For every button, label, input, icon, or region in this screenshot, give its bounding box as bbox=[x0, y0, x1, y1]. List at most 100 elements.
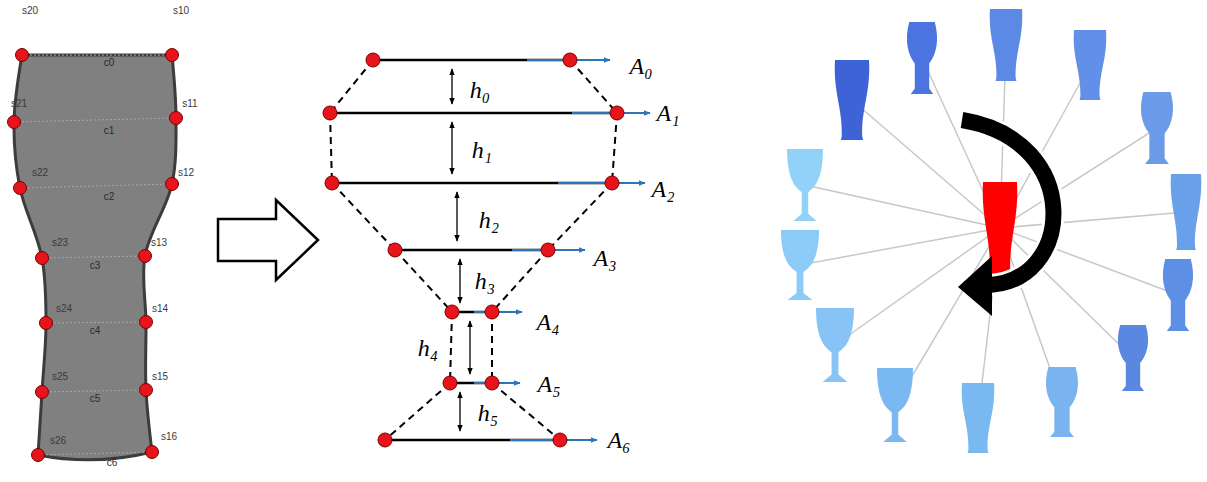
sample-point bbox=[445, 305, 459, 319]
sample-point bbox=[8, 116, 21, 129]
glass-icon bbox=[787, 149, 823, 221]
glass-icon bbox=[907, 22, 937, 94]
glass-icon bbox=[1171, 174, 1202, 250]
section-label: c4 bbox=[90, 326, 101, 336]
profile-dash bbox=[385, 383, 450, 440]
area-label: A₂ bbox=[651, 177, 674, 201]
sample-point bbox=[541, 243, 555, 257]
glass-silhouette bbox=[8, 49, 183, 462]
point-label: s14 bbox=[152, 304, 168, 314]
sample-point bbox=[166, 49, 179, 62]
sample-point bbox=[140, 316, 153, 329]
glass-icon bbox=[1141, 92, 1173, 164]
glass-wheel bbox=[781, 9, 1201, 453]
sample-point bbox=[16, 49, 29, 62]
section-model bbox=[323, 53, 650, 447]
sample-point bbox=[605, 176, 619, 190]
similarity-spoke bbox=[805, 185, 1000, 228]
point-label: s25 bbox=[52, 372, 68, 382]
sample-point bbox=[553, 433, 567, 447]
sample-point bbox=[485, 305, 499, 319]
profile-dash bbox=[612, 113, 617, 183]
point-label: s20 bbox=[22, 6, 38, 16]
sample-point bbox=[610, 106, 624, 120]
sample-point bbox=[32, 449, 45, 462]
height-label: h₂ bbox=[479, 208, 499, 232]
sample-point bbox=[323, 106, 337, 120]
sample-point bbox=[366, 53, 380, 67]
glass-icon bbox=[835, 60, 870, 140]
glass-outline bbox=[14, 55, 176, 460]
glass-icon bbox=[1046, 367, 1078, 437]
section-line bbox=[42, 390, 146, 392]
sample-point bbox=[14, 182, 27, 195]
sample-point bbox=[388, 243, 402, 257]
height-arrow bbox=[459, 259, 460, 303]
rotation-arrowhead bbox=[958, 256, 992, 316]
arrow-halo bbox=[962, 120, 1053, 285]
section-label: c1 bbox=[104, 126, 115, 136]
point-label: s22 bbox=[32, 168, 48, 178]
point-label: s13 bbox=[151, 238, 167, 248]
section-label: c3 bbox=[90, 261, 101, 271]
glass-icon bbox=[877, 368, 913, 442]
profile-dash bbox=[492, 250, 548, 312]
section-line bbox=[42, 256, 145, 258]
point-label: s12 bbox=[178, 168, 194, 178]
profile-dash bbox=[395, 250, 452, 312]
profile-dash bbox=[330, 60, 373, 113]
section-label: c5 bbox=[90, 394, 101, 404]
sample-point bbox=[170, 112, 183, 125]
point-label: s23 bbox=[52, 238, 68, 248]
area-label: A₆ bbox=[607, 428, 630, 452]
profile-dash bbox=[570, 60, 617, 113]
glass-icon bbox=[816, 308, 854, 382]
sample-point bbox=[443, 376, 457, 390]
section-line bbox=[14, 118, 176, 122]
height-label: h₀ bbox=[470, 78, 490, 102]
area-label: A₅ bbox=[537, 372, 560, 396]
sample-point bbox=[140, 384, 153, 397]
sample-point bbox=[36, 386, 49, 399]
sample-point bbox=[378, 433, 392, 447]
section-line bbox=[22, 55, 172, 56]
section-line bbox=[38, 452, 152, 455]
similarity-spoke bbox=[835, 228, 1000, 345]
profile-dash bbox=[330, 113, 332, 183]
section-label: c0 bbox=[104, 58, 115, 68]
similarity-spoke bbox=[800, 228, 1000, 265]
height-arrow bbox=[469, 321, 470, 374]
section-label: c2 bbox=[104, 192, 115, 202]
glass-icon bbox=[1163, 259, 1193, 331]
height-arrow bbox=[451, 122, 452, 174]
point-label: s21 bbox=[11, 99, 27, 109]
sample-point bbox=[40, 317, 53, 330]
profile-dash bbox=[548, 183, 612, 250]
point-label: s10 bbox=[173, 6, 189, 16]
glass-icon bbox=[1074, 30, 1107, 100]
glass-icon bbox=[990, 9, 1023, 81]
area-vector bbox=[558, 182, 645, 184]
glass-icon bbox=[1118, 325, 1148, 391]
point-label: s24 bbox=[56, 304, 72, 314]
sample-point bbox=[563, 53, 577, 67]
section-line bbox=[20, 184, 172, 188]
height-label: h₁ bbox=[472, 138, 492, 162]
point-label: s11 bbox=[182, 99, 197, 109]
profile-dash bbox=[491, 312, 493, 383]
section-label: c6 bbox=[107, 458, 118, 468]
rotation-arrow bbox=[962, 120, 1053, 285]
profile-dash bbox=[450, 312, 452, 383]
area-label: A₃ bbox=[593, 246, 616, 270]
sample-point bbox=[166, 178, 179, 191]
sample-point bbox=[146, 446, 159, 459]
area-label: A₀ bbox=[629, 54, 652, 78]
sample-point bbox=[325, 176, 339, 190]
similarity-spoke bbox=[1000, 228, 1133, 358]
section-line bbox=[46, 322, 146, 323]
sample-point bbox=[139, 250, 152, 263]
sample-point bbox=[485, 376, 499, 390]
height-arrow bbox=[459, 392, 460, 431]
height-arrow bbox=[456, 192, 457, 241]
